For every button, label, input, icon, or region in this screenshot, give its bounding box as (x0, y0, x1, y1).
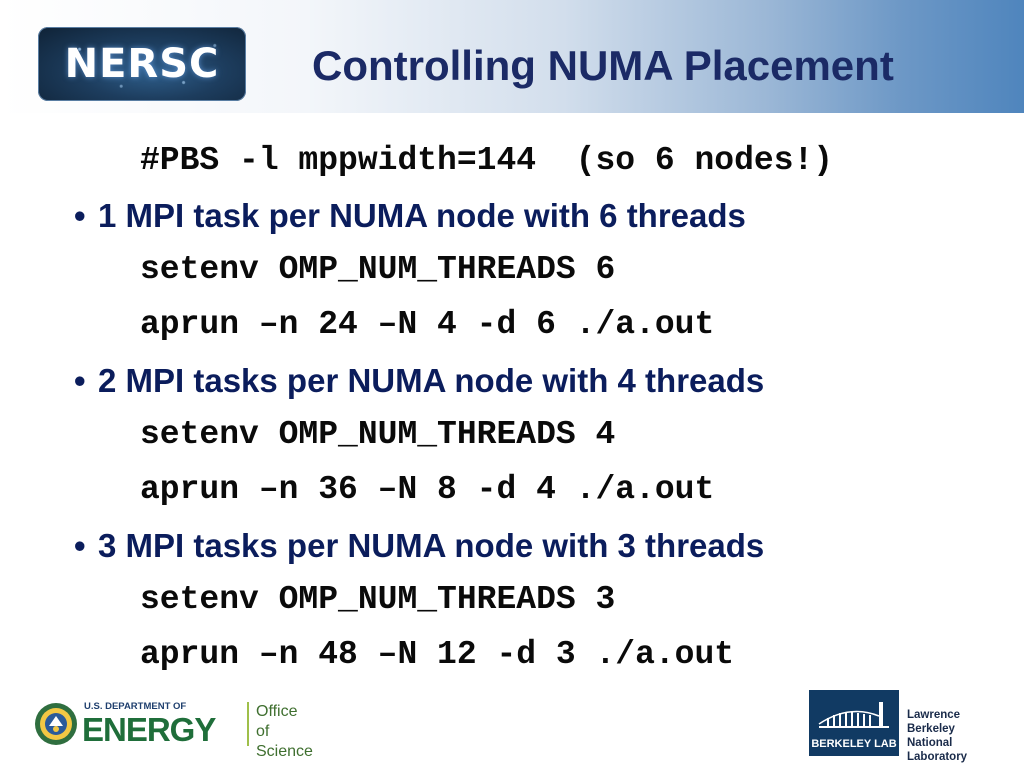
nersc-logo-starfield (38, 27, 246, 101)
bullet-2-heading: 2 MPI tasks per NUMA node with 4 threads (98, 362, 765, 399)
berkeley-lab-box-text: BERKELEY LAB (811, 738, 897, 750)
doe-top-text: U.S. DEPARTMENT OF (84, 701, 187, 712)
doe-main-text: ENERGY (82, 711, 216, 748)
bullet-2-aprun: aprun –n 36 –N 8 -d 4 ./a.out (140, 471, 715, 508)
bullet-1: • 1 MPI task per NUMA node with 6 threads (74, 197, 746, 235)
pbs-line: #PBS -l mppwidth=144 (so 6 nodes!) (140, 142, 834, 179)
bullet-dot: • (74, 197, 86, 234)
bullet-1-setenv: setenv OMP_NUM_THREADS 6 (140, 251, 616, 288)
bullet-2-setenv: setenv OMP_NUM_THREADS 4 (140, 416, 616, 453)
doe-office-of-science-logo: U.S. DEPARTMENT OF ENERGY Office of Scie… (34, 698, 313, 760)
bullet-3-aprun: aprun –n 48 –N 12 -d 3 ./a.out (140, 636, 735, 673)
nersc-logo: NERSC (38, 27, 246, 101)
bullet-3: • 3 MPI tasks per NUMA node with 3 thread… (74, 527, 764, 565)
berkeley-lab-building-icon (818, 702, 889, 728)
bullet-dot: • (74, 362, 86, 399)
lab-name-line-1: Lawrence Berkeley (907, 709, 961, 735)
office-line-1: Office of (256, 703, 298, 740)
doe-seal-icon (35, 703, 77, 745)
doe-divider (247, 702, 249, 746)
bullet-3-setenv: setenv OMP_NUM_THREADS 3 (140, 581, 616, 618)
bullet-dot: • (74, 527, 86, 564)
bullet-1-aprun: aprun –n 24 –N 4 -d 6 ./a.out (140, 306, 715, 343)
bullet-3-heading: 3 MPI tasks per NUMA node with 3 threads (98, 527, 765, 564)
berkeley-lab-box: BERKELEY LAB (809, 690, 899, 756)
nersc-logo-text: NERSC (64, 41, 220, 87)
office-line-2: Science (256, 743, 313, 760)
lab-name-line-2: National Laboratory (907, 737, 968, 763)
berkeley-lab-logo: BERKELEY LAB Lawrence Berkeley National … (809, 690, 1009, 763)
slide-title: Controlling NUMA Placement (312, 42, 894, 89)
slide-header: NERSC Controlling NUMA Placement (0, 0, 1024, 113)
lab-name: Lawrence Berkeley National Laboratory (907, 708, 1009, 764)
bullet-2: • 2 MPI tasks per NUMA node with 4 thread… (74, 362, 764, 400)
bullet-1-heading: 1 MPI task per NUMA node with 6 threads (98, 197, 746, 234)
office-of-science-text: Office of Science (256, 702, 313, 762)
